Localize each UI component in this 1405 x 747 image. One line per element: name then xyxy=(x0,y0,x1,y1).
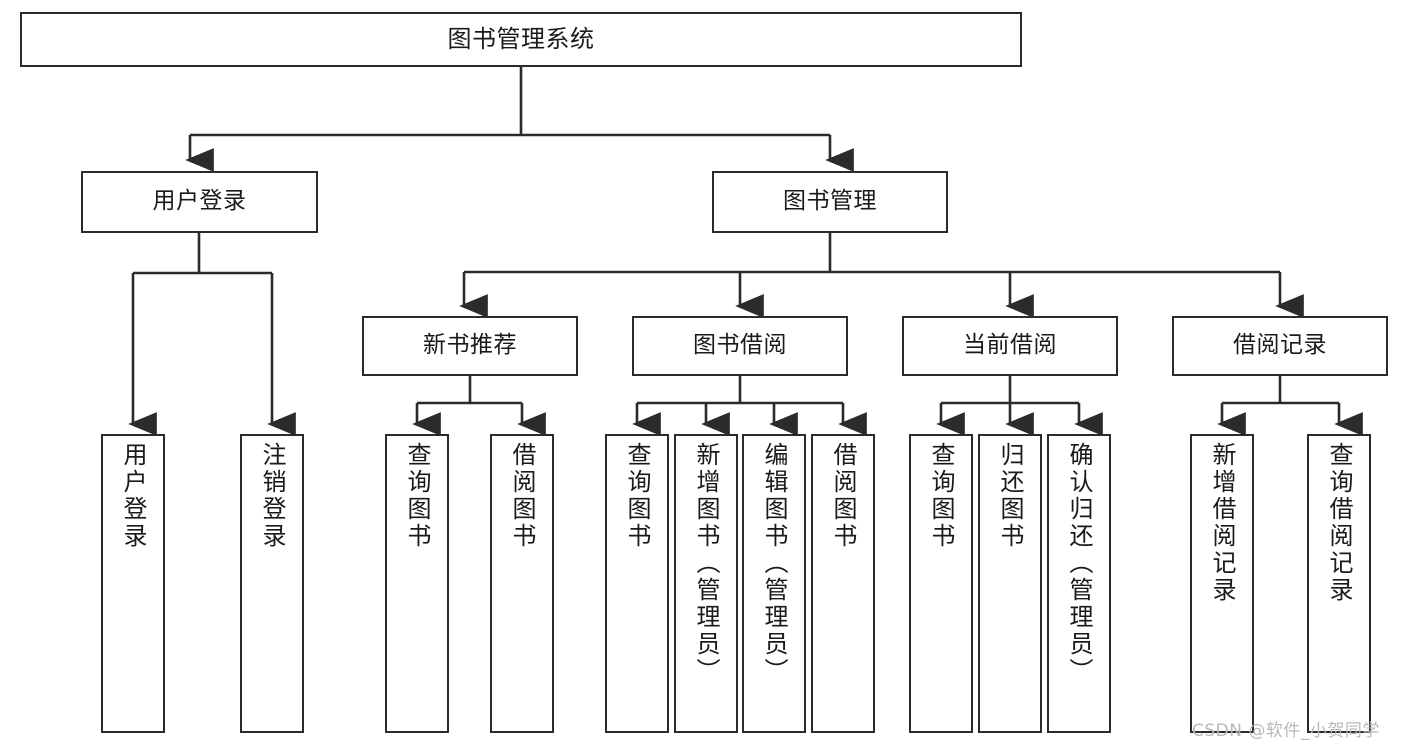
node-label: 注销登录 xyxy=(258,442,286,550)
node-current-borrow[interactable]: 当前借阅 xyxy=(902,316,1118,376)
node-borrow-record[interactable]: 借阅记录 xyxy=(1172,316,1388,376)
leaf-query-book-recommend[interactable]: 查询图书 xyxy=(385,434,449,733)
node-label: 图书管理系统 xyxy=(447,25,595,54)
leaf-query-book-borrow[interactable]: 查询图书 xyxy=(605,434,669,733)
leaf-query-borrow-record[interactable]: 查询借阅记录 xyxy=(1307,434,1371,733)
node-user-login[interactable]: 用户登录 xyxy=(81,171,318,233)
node-label: 图书管理 xyxy=(783,188,877,215)
node-root-system[interactable]: 图书管理系统 xyxy=(20,12,1022,67)
leaf-borrow-book[interactable]: 借阅图书 xyxy=(811,434,875,733)
node-new-book-recommend[interactable]: 新书推荐 xyxy=(362,316,578,376)
leaf-add-book-admin[interactable]: 新增图书（管理员） xyxy=(674,434,738,733)
node-label: 借阅记录 xyxy=(1233,332,1327,359)
node-label: 编辑图书（管理员） xyxy=(760,442,788,685)
node-label: 查询借阅记录 xyxy=(1325,442,1353,604)
leaf-query-book-current[interactable]: 查询图书 xyxy=(909,434,973,733)
node-label: 归还图书 xyxy=(996,442,1024,550)
node-label: 查询图书 xyxy=(403,442,431,550)
leaf-confirm-return-admin[interactable]: 确认归还（管理员） xyxy=(1047,434,1111,733)
node-label: 用户登录 xyxy=(119,442,147,550)
node-label: 新增借阅记录 xyxy=(1208,442,1236,604)
node-label: 当前借阅 xyxy=(963,332,1057,359)
node-label: 新增图书（管理员） xyxy=(692,442,720,685)
node-book-management[interactable]: 图书管理 xyxy=(712,171,948,233)
node-label: 图书借阅 xyxy=(693,332,787,359)
node-label: 借阅图书 xyxy=(829,442,857,550)
leaf-user-login[interactable]: 用户登录 xyxy=(101,434,165,733)
node-label: 查询图书 xyxy=(927,442,955,550)
leaf-add-borrow-record[interactable]: 新增借阅记录 xyxy=(1190,434,1254,733)
leaf-edit-book-admin[interactable]: 编辑图书（管理员） xyxy=(742,434,806,733)
leaf-return-book[interactable]: 归还图书 xyxy=(978,434,1042,733)
node-label: 新书推荐 xyxy=(423,332,517,359)
node-book-borrow[interactable]: 图书借阅 xyxy=(632,316,848,376)
node-label: 用户登录 xyxy=(152,188,247,215)
node-label: 确认归还（管理员） xyxy=(1065,442,1093,685)
node-label: 借阅图书 xyxy=(508,442,536,550)
csdn-watermark: CSDN @软件_小贺同学 xyxy=(1192,721,1380,741)
leaf-borrow-book-recommend[interactable]: 借阅图书 xyxy=(490,434,554,733)
leaf-logout[interactable]: 注销登录 xyxy=(240,434,304,733)
node-label: 查询图书 xyxy=(623,442,651,550)
